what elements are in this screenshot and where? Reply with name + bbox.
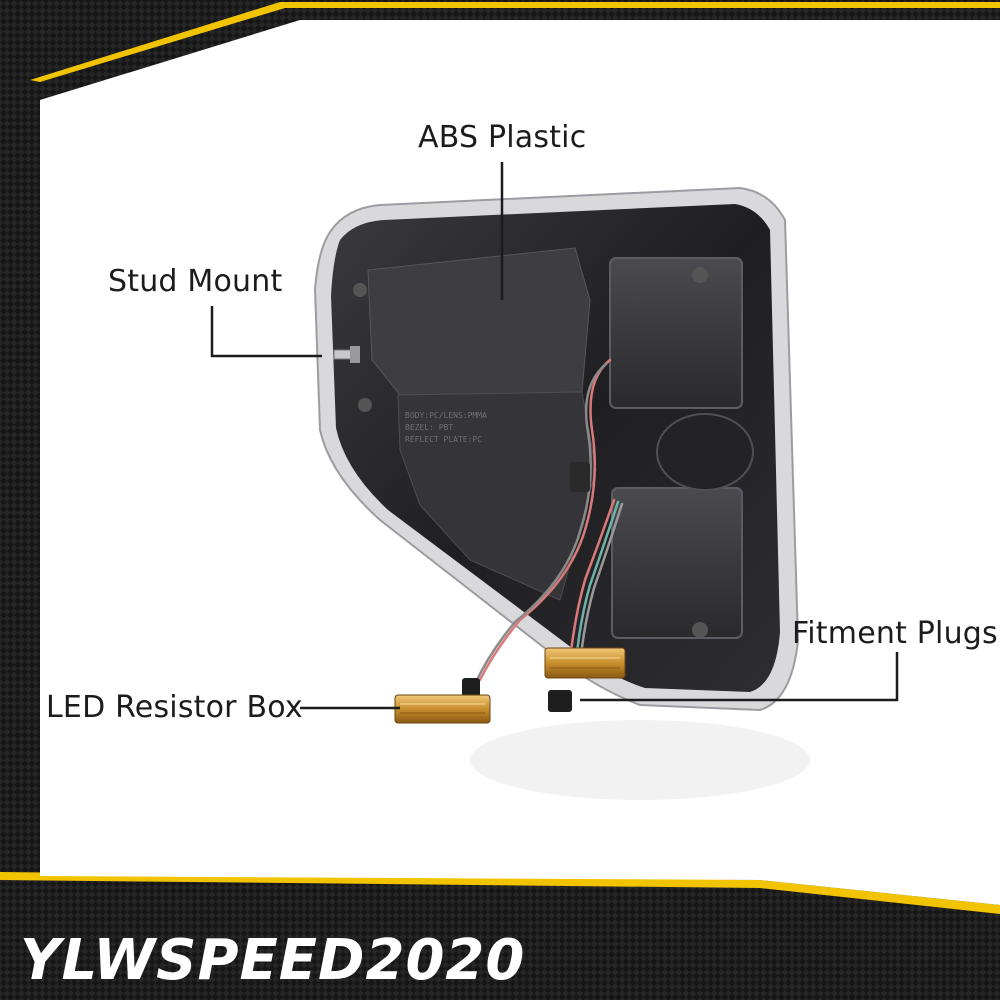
wiring-harness [474,358,624,684]
lower-lamp-module [611,487,743,639]
callout-stud-mount: Stud Mount [108,264,283,299]
bottom-accent-stripe [0,872,1000,914]
stud-mount [333,346,360,363]
tail-light-housing: BODY:PC/LENS:PMMA BEZEL: PBT REFLECT PLA… [313,186,800,712]
reflection [470,720,810,800]
callout-abs-plastic: ABS Plastic [418,120,587,155]
brand-watermark: YLWSPEED2020 [20,928,526,993]
svg-text:BODY:PC/LENS:PMMA: BODY:PC/LENS:PMMA [405,411,487,420]
leader-stud-mount [210,306,322,358]
svg-text:BEZEL: PBT: BEZEL: PBT [405,423,453,432]
led-resistor-box-right [544,647,626,679]
led-resistor-box-left [394,694,491,724]
leader-fitment-plugs [580,652,899,702]
upper-lamp-module [609,257,743,409]
svg-text:REFLECT PLATE:PC: REFLECT PLATE:PC [405,435,482,444]
harness-connector-upper [570,462,590,492]
harness-connector-lower [548,690,572,712]
bulb-socket [656,413,754,491]
callout-fitment-plugs: Fitment Plugs [792,616,998,651]
callout-led-resistor-box: LED Resistor Box [46,690,303,725]
